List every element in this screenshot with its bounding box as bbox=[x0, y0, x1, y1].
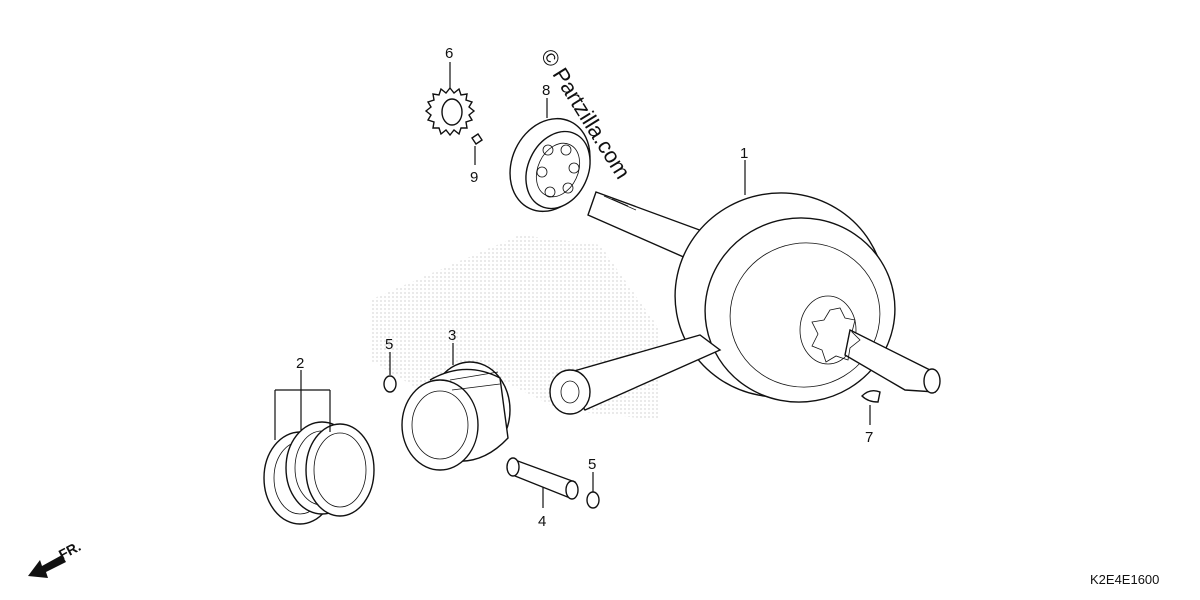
arrow-down-left-icon bbox=[28, 555, 66, 578]
callout-5-right[interactable]: 5 bbox=[588, 456, 596, 473]
woodruff-key-part[interactable] bbox=[861, 389, 881, 403]
crankshaft-part[interactable] bbox=[549, 176, 941, 417]
callout-5-left[interactable]: 5 bbox=[385, 336, 393, 353]
key-part-small[interactable] bbox=[471, 133, 483, 145]
sprocket-part[interactable] bbox=[424, 86, 476, 137]
piston-part[interactable] bbox=[401, 361, 511, 471]
bearing-part[interactable] bbox=[495, 105, 604, 224]
callout-4[interactable]: 4 bbox=[538, 513, 546, 530]
piston-pin-part[interactable] bbox=[506, 457, 579, 500]
callout-9[interactable]: 9 bbox=[470, 169, 478, 186]
leader-lines bbox=[274, 62, 871, 508]
callout-2[interactable]: 2 bbox=[296, 355, 304, 372]
callout-3[interactable]: 3 bbox=[448, 327, 456, 344]
circlip-part-left[interactable] bbox=[383, 375, 397, 393]
callout-6[interactable]: 6 bbox=[445, 45, 453, 62]
callout-1[interactable]: 1 bbox=[740, 145, 748, 162]
callout-7[interactable]: 7 bbox=[865, 429, 873, 446]
diagram-code: K2E4E1600 bbox=[1090, 572, 1159, 587]
circlip-part-right[interactable] bbox=[586, 491, 600, 509]
piston-rings-part[interactable] bbox=[263, 421, 375, 525]
callout-8[interactable]: 8 bbox=[542, 82, 550, 99]
